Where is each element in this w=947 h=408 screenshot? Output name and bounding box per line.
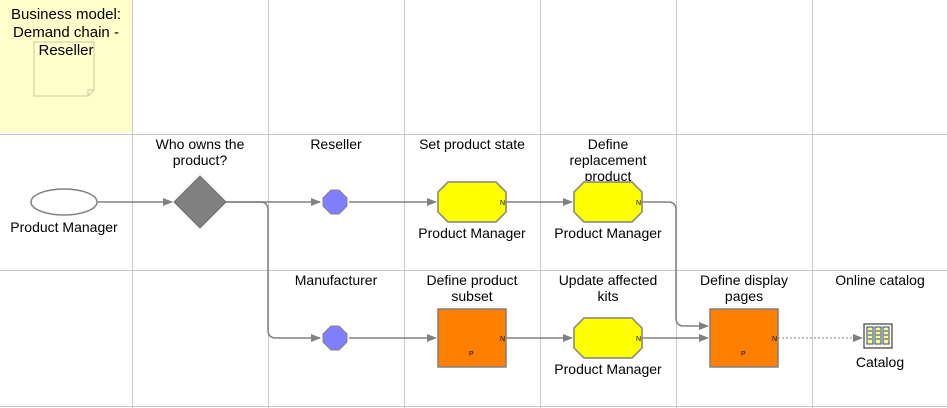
marker-n-set-state: N: [500, 200, 505, 207]
connector-gateway-manufacturer: [226, 201, 321, 342]
note-title: Business model: Demand chain - Reseller: [0, 6, 132, 60]
kits-title: Update affected kits: [558, 272, 658, 304]
task-define-display-pages[interactable]: [709, 308, 779, 368]
replacement-performer: Product Manager: [554, 225, 662, 241]
note-line-3: Reseller: [38, 42, 94, 59]
pages-title: Define display pages: [700, 272, 788, 304]
task-set-product-state[interactable]: [437, 181, 507, 223]
catalog-icon[interactable]: [863, 323, 893, 349]
task-define-replacement-product[interactable]: [573, 181, 643, 223]
catalog-label: Catalog: [855, 354, 905, 370]
manufacturer-event[interactable]: [322, 325, 348, 351]
decision-gateway[interactable]: [173, 175, 227, 229]
reseller-event[interactable]: [322, 189, 348, 215]
marker-n-kits: N: [636, 336, 641, 343]
kits-performer: Product Manager: [554, 361, 662, 377]
note-line-2: Demand chain -: [13, 24, 119, 41]
note-line-1: Business model:: [10, 6, 122, 23]
set-state-title: Set product state: [419, 136, 525, 152]
manufacturer-label: Manufacturer: [294, 272, 378, 288]
replacement-title: Define replacement product: [569, 136, 647, 181]
connector-replacement-pages: [642, 201, 709, 330]
marker-n-subset: N: [500, 336, 505, 343]
marker-p-pages: P: [741, 351, 746, 358]
marker-n-replacement: N: [636, 200, 641, 207]
connectors: [98, 198, 709, 342]
marker-n-pages: N: [772, 336, 777, 343]
start-event-label: Product Manager: [10, 219, 118, 235]
set-state-performer: Product Manager: [418, 225, 526, 241]
online-catalog-title: Online catalog: [835, 272, 925, 288]
reseller-label: Reseller: [310, 136, 362, 152]
note-document-icon: [33, 41, 95, 97]
subset-title: Define product subset: [426, 272, 518, 304]
start-event[interactable]: [30, 188, 98, 216]
task-define-product-subset[interactable]: [437, 308, 507, 368]
task-update-affected-kits[interactable]: [573, 317, 643, 359]
marker-p-subset: P: [469, 351, 474, 358]
gateway-label: Who owns the product?: [155, 136, 245, 168]
